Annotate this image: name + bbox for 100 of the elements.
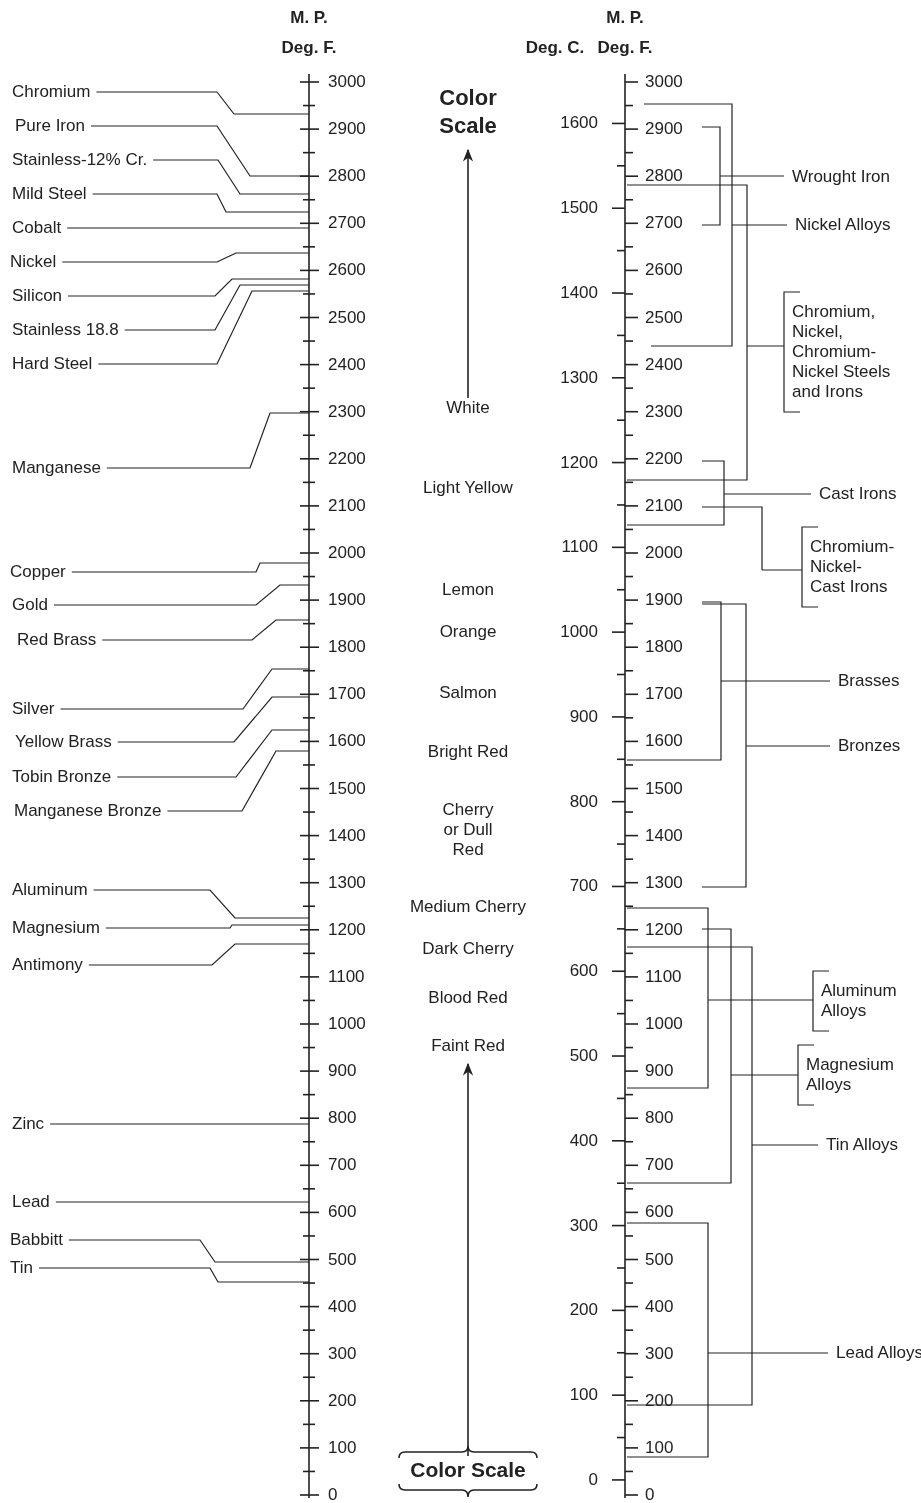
leader-line — [53, 584, 310, 606]
color-name: Dark Cherry — [422, 939, 514, 959]
alloy-label: Bronzes — [838, 736, 901, 756]
tick-label: 1200 — [560, 452, 598, 473]
tick-label: 2200 — [645, 448, 683, 469]
leader-line — [166, 750, 310, 812]
metal-label: Lead — [12, 1192, 50, 1212]
leader-line — [93, 889, 310, 919]
tick-label: 1200 — [328, 919, 366, 940]
tick-label: 2500 — [645, 307, 683, 328]
axis-heading: Deg. F. — [281, 38, 337, 58]
leader-line — [55, 1201, 310, 1203]
color-name: Orange — [439, 622, 497, 642]
tick-label: 1200 — [645, 919, 683, 940]
tick-label: 1400 — [328, 825, 366, 846]
tick-label: 200 — [645, 1390, 674, 1411]
tick-label: 700 — [328, 1155, 357, 1176]
tick-label: 1500 — [560, 198, 598, 219]
leader-line — [626, 946, 819, 1406]
leader-line — [68, 1239, 310, 1263]
color-name: Bright Red — [427, 742, 509, 762]
tick-label: 2500 — [328, 307, 366, 328]
scale-heading: Color Scale — [410, 1460, 526, 1480]
leader-line — [626, 1222, 829, 1458]
tick-label: 1300 — [328, 872, 366, 893]
tick-label: 1600 — [328, 731, 366, 752]
tick-label: 2100 — [328, 495, 366, 516]
metal-label: Babbitt — [10, 1230, 63, 1250]
metal-label: Stainless 18.8 — [12, 320, 119, 340]
leader-line — [67, 278, 310, 297]
tick-label: 900 — [645, 1061, 674, 1082]
leader-line — [97, 290, 310, 365]
tick-label: 0 — [645, 1485, 655, 1503]
tick-label: 100 — [569, 1385, 598, 1406]
tick-label: 2700 — [645, 213, 683, 234]
leader-line — [66, 227, 310, 229]
leader-line — [90, 125, 310, 177]
tick-label: 2600 — [645, 260, 683, 281]
tick-label: 1800 — [645, 637, 683, 658]
tick-label: 700 — [645, 1155, 674, 1176]
alloy-label: Magnesium Alloys — [806, 1055, 896, 1095]
leader-line — [117, 696, 310, 743]
tick-label: 2200 — [328, 448, 366, 469]
tick-label: 1400 — [560, 283, 598, 303]
axis-heading: Deg. C. — [525, 38, 585, 58]
metal-label: Cobalt — [12, 218, 62, 238]
leader-line — [626, 460, 812, 526]
metal-label: Nickel — [10, 252, 57, 272]
leader-line — [626, 928, 815, 1184]
metal-label: Manganese — [12, 458, 101, 478]
tick-label: 900 — [569, 706, 598, 727]
leader-line — [59, 668, 310, 710]
alloy-label: Chromium, Nickel, Chromium- Nickel Steels and Irons — [792, 302, 910, 402]
tick-label: 1400 — [645, 825, 683, 846]
metal-label: Silicon — [12, 286, 63, 306]
tick-label: 1900 — [645, 590, 683, 611]
color-name: Lemon — [442, 580, 494, 600]
tick-label: 2000 — [645, 543, 683, 563]
alloy-label: Aluminum Alloys — [821, 981, 906, 1021]
leader-line — [88, 943, 310, 966]
tick-label: 1300 — [560, 367, 598, 388]
tick-label: 0 — [588, 1469, 598, 1490]
leader-line — [701, 126, 785, 226]
color-name: Blood Red — [428, 988, 508, 1008]
metal-label: Yellow Brass — [15, 732, 112, 752]
axis-heading: M. P. — [606, 8, 644, 28]
tick-label: 1500 — [645, 778, 683, 799]
tick-label: 700 — [569, 876, 598, 897]
leader-line — [95, 91, 310, 115]
tick-label: 0 — [328, 1485, 338, 1503]
tick-label: 1800 — [328, 637, 366, 658]
tick-label: 2400 — [645, 354, 683, 375]
tick-label: 1100 — [328, 966, 365, 987]
leader-line — [152, 159, 310, 195]
metal-label: Copper — [10, 562, 66, 582]
tick-label: 800 — [645, 1108, 674, 1129]
leader-line — [71, 562, 310, 573]
tick-label: 2300 — [645, 401, 683, 422]
metal-label: Gold — [12, 595, 48, 615]
temperature-scale — [299, 73, 320, 1499]
metal-label: Pure Iron — [15, 116, 85, 136]
metal-label: Hard Steel — [12, 354, 93, 374]
axis-heading: Deg. F. — [597, 38, 653, 58]
tick-label: 2400 — [328, 354, 366, 375]
tick-label: 1000 — [560, 622, 598, 643]
tick-label: 2900 — [328, 119, 366, 140]
tick-label: 2000 — [328, 543, 366, 563]
tick-label: 1000 — [328, 1014, 366, 1034]
leader-line — [116, 729, 310, 778]
leader-line — [701, 506, 819, 608]
metal-label: Tobin Bronze — [12, 767, 112, 787]
alloy-label: Nickel Alloys — [795, 215, 891, 235]
metal-label: Silver — [12, 699, 55, 719]
alloy-label: Tin Alloys — [826, 1135, 899, 1155]
tick-label: 1900 — [328, 590, 366, 611]
tick-label: 600 — [328, 1202, 357, 1223]
tick-label: 100 — [328, 1437, 357, 1458]
leader-line — [124, 284, 310, 331]
tick-label: 900 — [328, 1061, 357, 1082]
tick-label: 300 — [645, 1343, 674, 1364]
